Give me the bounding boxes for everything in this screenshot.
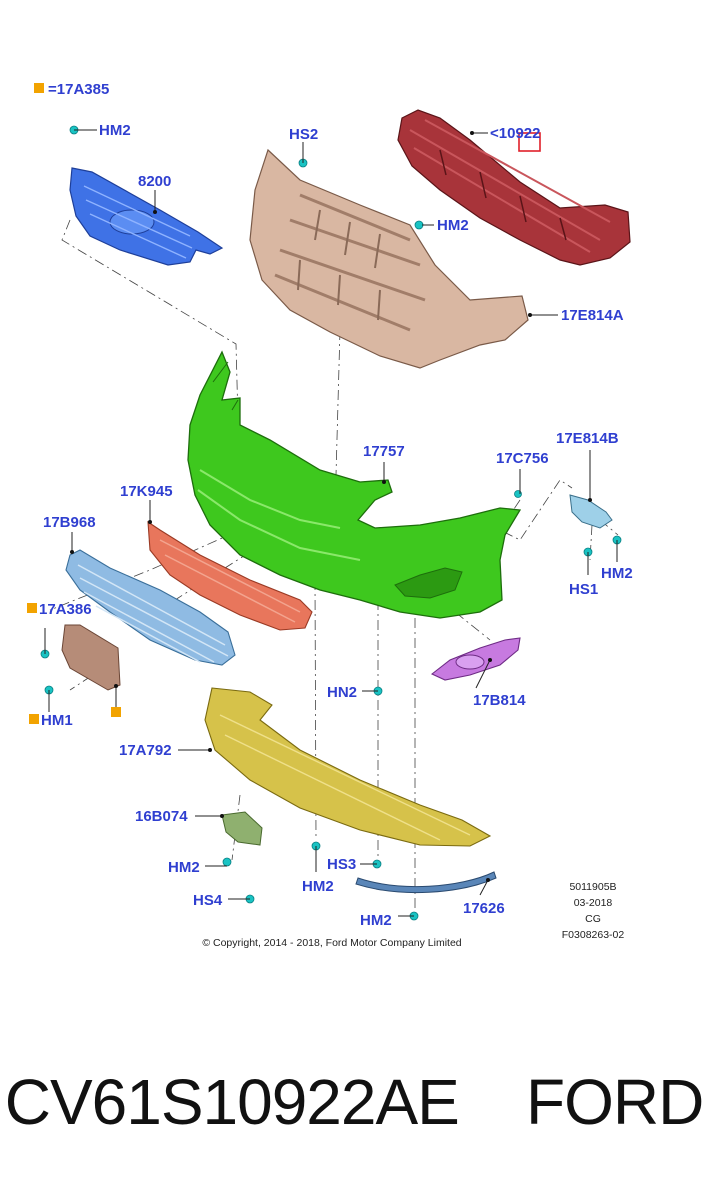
label-17a792: 17A792: [119, 742, 172, 759]
label-17626: 17626: [463, 900, 505, 917]
info-line-4: F0308263-02: [562, 929, 625, 941]
label-17c756: 17C756: [496, 450, 549, 467]
info-line-2: 03-2018: [574, 897, 613, 909]
bumper-reinforcement-part: [397, 109, 631, 266]
label-hm2-low-left: HM2: [168, 859, 200, 876]
label-hm2-mid: HM2: [437, 217, 469, 234]
label-hm2-top: HM2: [99, 122, 131, 139]
side-grille-part: [65, 549, 236, 666]
bracket-16b074-part: [221, 811, 263, 846]
leader-dots: [70, 131, 592, 882]
label-17e814a: 17E814A: [561, 307, 624, 324]
fog-lamp-bezel-part: [430, 637, 521, 681]
part-number-caption: CV61S10922AE FORD: [4, 1066, 705, 1138]
info-line-1: 5011905B: [569, 881, 616, 893]
bumper-cover-part: [187, 350, 522, 619]
label-16b074: 16B074: [135, 808, 188, 825]
highlight-box: [518, 132, 541, 152]
label-8200: 8200: [138, 173, 171, 190]
marker-bracket-icon: [111, 707, 121, 717]
label-17b968: 17B968: [43, 514, 96, 531]
info-line-3: CG: [585, 913, 601, 925]
drawing-info: 5011905B 03-2018 CG F0308263-02: [562, 881, 625, 941]
label-hs2: HS2: [289, 126, 318, 143]
label-hs4: HS4: [193, 892, 223, 909]
label-17e814b: 17E814B: [556, 430, 619, 447]
legend-text: =17A385: [48, 81, 109, 98]
clip-hm2-low-left-icon: [222, 857, 232, 867]
label-17757: 17757: [363, 443, 405, 460]
copyright-text: © Copyright, 2014 - 2018, Ford Motor Com…: [202, 937, 461, 949]
leader-lines: [44, 129, 618, 917]
clip-hm2-mid-icon: [414, 220, 424, 230]
label-hs3: HS3: [327, 856, 356, 873]
label-17k945: 17K945: [120, 483, 173, 500]
marker-hm1-icon: [29, 714, 39, 724]
label-hm1: HM1: [41, 712, 73, 729]
callout-markers: [27, 83, 121, 724]
right-bracket-part: [569, 494, 613, 529]
label-hm2-low-center: HM2: [302, 878, 334, 895]
label-hn2: HN2: [327, 684, 357, 701]
marker-17a386-icon: [27, 603, 37, 613]
part-labels: =17A385 HM2 8200 HS2 <10922 HM2 17E814A …: [39, 81, 633, 929]
moulding-part: [355, 871, 497, 894]
label-10922: <10922: [490, 125, 540, 142]
lower-grille-part: [147, 520, 313, 631]
legend-marker-icon: [34, 83, 44, 93]
energy-absorber-part: [249, 148, 529, 369]
label-17a386: 17A386: [39, 601, 92, 618]
air-deflector-part: [204, 687, 492, 847]
upper-grille-part: [69, 167, 224, 266]
left-bracket-part: [61, 624, 121, 691]
label-hm2-right: HM2: [601, 565, 633, 582]
label-17b814: 17B814: [473, 692, 526, 709]
label-hs1: HS1: [569, 581, 598, 598]
label-hm2-bottom: HM2: [360, 912, 392, 929]
